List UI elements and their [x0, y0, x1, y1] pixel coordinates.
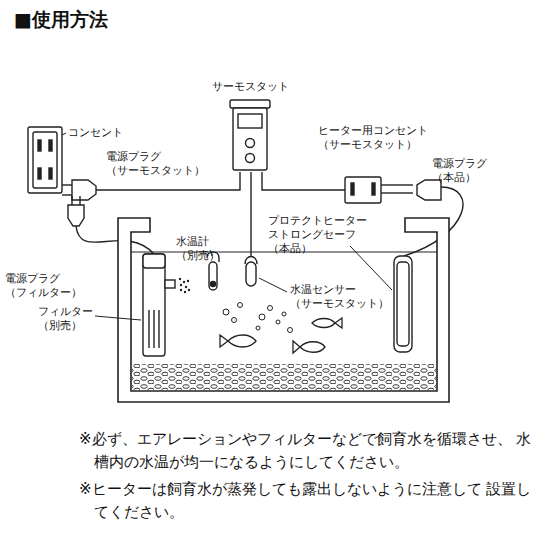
filter-unit	[153, 310, 154, 348]
heater-unit	[397, 262, 409, 346]
bubbles	[259, 314, 265, 320]
heater-outlet	[351, 183, 354, 195]
water-sensor	[246, 262, 256, 286]
part-label: ヒーター用コンセント （サーモスタット）	[318, 124, 428, 152]
filter-plug	[79, 196, 80, 205]
filter-unit	[148, 310, 149, 348]
leader-line	[259, 278, 287, 292]
filter-plug	[68, 205, 84, 226]
heater-outlet	[372, 183, 375, 195]
filter-unit	[187, 280, 189, 282]
bubbles	[238, 303, 243, 308]
bubbles	[282, 312, 286, 316]
filter-unit	[143, 254, 165, 268]
thermostat-unit	[230, 100, 270, 170]
heater-unit	[394, 256, 412, 352]
part-label: フィルター （別売）	[38, 305, 93, 333]
bubbles	[288, 328, 293, 333]
part-label: 電源プラグ （サーモスタット）	[106, 150, 205, 178]
leader-line	[95, 316, 141, 320]
heater-outlet	[345, 177, 413, 203]
thermostat-unit	[230, 100, 270, 108]
thermostat-unit	[246, 154, 255, 163]
wall-outlet	[49, 140, 52, 151]
filter-unit	[179, 278, 190, 293]
filter-unit	[143, 254, 165, 356]
part-label: 電源プラグ（本品）	[432, 157, 487, 185]
part-label: 水温センサー （サーモスタット）	[290, 283, 389, 311]
wall-outlet	[38, 168, 41, 179]
bubbles	[232, 318, 237, 323]
filter-unit	[158, 310, 159, 348]
thermostat-plug	[62, 194, 72, 195]
part-label: 電源プラグ （フィルター）	[5, 272, 82, 300]
bubbles	[268, 306, 273, 311]
filter-unit	[183, 281, 185, 283]
wall-outlet	[49, 168, 52, 179]
fish	[312, 318, 342, 328]
filter-unit	[184, 291, 186, 293]
filter-unit	[188, 289, 190, 291]
part-label: 水温計（別売）	[176, 235, 220, 263]
wall-outlet	[28, 127, 62, 193]
thermostat-unit	[238, 114, 262, 128]
page-title: ■使用方法	[14, 8, 108, 32]
part-label: プロテクトヒーター ストロングセーフ（本品）	[268, 214, 367, 255]
thermometer	[211, 282, 216, 287]
bubbles	[223, 309, 229, 315]
thermostat-unit	[233, 108, 267, 170]
gravel	[132, 364, 436, 390]
spacer	[82, 258, 84, 270]
bubbles	[276, 320, 280, 324]
thermostat-plug	[72, 180, 96, 200]
fish	[220, 335, 256, 347]
water-sensor	[245, 257, 257, 287]
bubbles	[223, 303, 293, 333]
thermostat-unit	[246, 139, 255, 148]
wall-outlet	[33, 132, 57, 188]
leader-line	[350, 246, 392, 290]
fish	[220, 318, 342, 353]
filter-plug	[68, 196, 84, 226]
note-text: ※必ず、エアレーションやフィルターなどで飼育水を循環させ、 水槽内の水温が均一に…	[79, 428, 546, 475]
filter-unit	[180, 284, 182, 286]
heater-outlet	[381, 192, 413, 193]
part-label: コンセント	[68, 126, 123, 140]
thermometer	[209, 262, 217, 290]
thermostat-plug	[62, 184, 72, 185]
bubbles	[256, 326, 260, 330]
thermostat-plug	[62, 180, 96, 200]
cables	[262, 172, 345, 190]
note-text: ※ヒーターは飼育水が蒸発しても露出しないように注意して 設置してください。	[79, 478, 546, 525]
filter-unit	[185, 286, 187, 288]
part-label: サーモスタット	[212, 80, 289, 94]
filter-plug	[71, 196, 72, 205]
filter-unit	[180, 289, 182, 291]
fish	[293, 341, 325, 353]
heater-outlet	[345, 177, 381, 203]
filter-unit	[143, 254, 190, 356]
leader-line	[62, 133, 66, 135]
wall-outlet	[28, 127, 62, 193]
filter-unit	[165, 280, 175, 288]
heater-outlet	[381, 184, 413, 185]
wall-outlet	[38, 140, 41, 151]
filter-unit	[179, 278, 181, 280]
cables	[76, 172, 463, 262]
cables	[250, 172, 251, 262]
heater-unit	[394, 256, 412, 352]
